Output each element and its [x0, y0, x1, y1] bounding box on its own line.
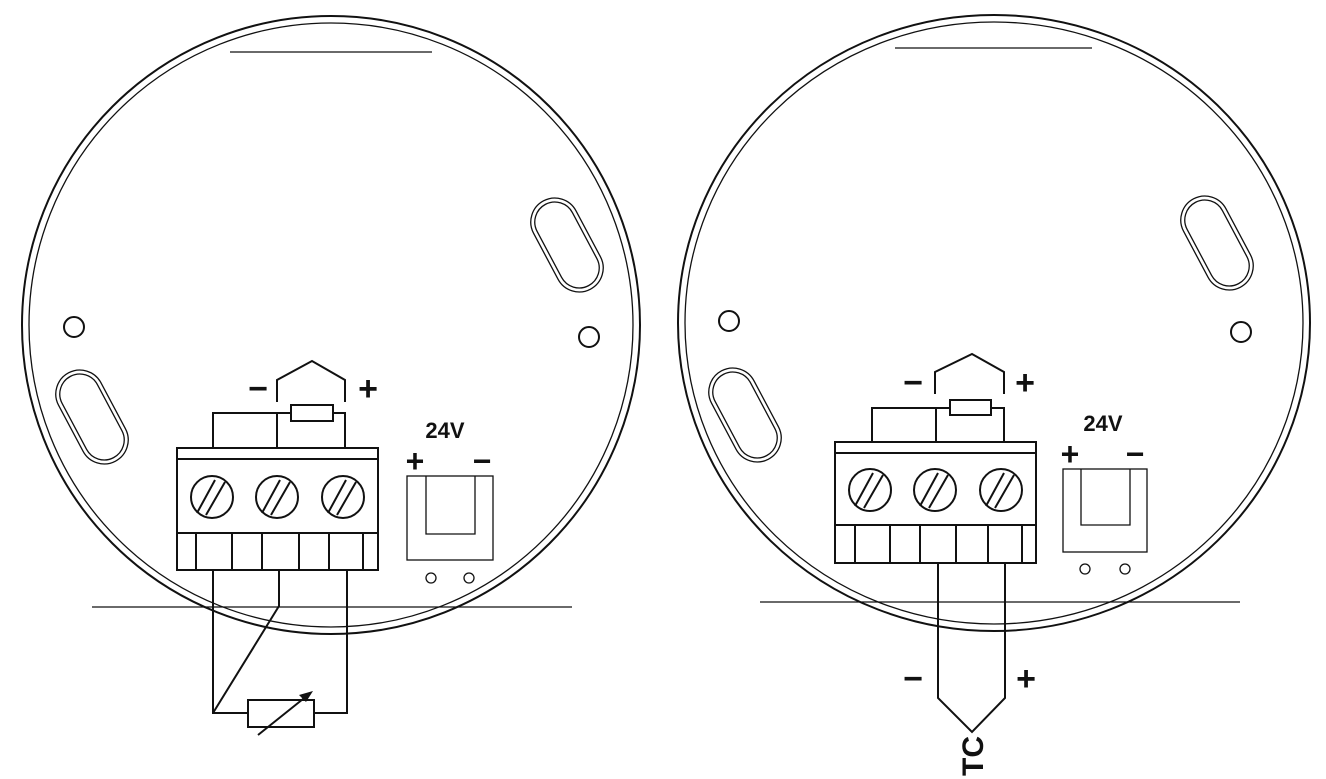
- screw-icon: [190, 475, 234, 519]
- housing-outer-ring: [21, 15, 641, 635]
- mounting-slot: [530, 197, 604, 293]
- housing-inner-ring: [28, 22, 634, 628]
- terminal-block: [176, 447, 379, 571]
- mounting-hole: [1230, 321, 1252, 343]
- left-housing-rtd: − + 24V + −: [21, 15, 641, 736]
- screw-icon: [848, 468, 892, 512]
- housing-outer-ring: [677, 14, 1311, 632]
- screw-icon: [913, 468, 957, 512]
- mounting-slot: [55, 369, 129, 465]
- supply-minus-label: −: [473, 443, 492, 479]
- mounting-slot: [1180, 195, 1254, 291]
- rtd-sensor-wiring: [212, 570, 348, 736]
- output-loop: [212, 359, 346, 448]
- supply-plus-label: +: [406, 443, 425, 479]
- housing-inner-ring: [684, 21, 1304, 625]
- screw-icon: [255, 475, 299, 519]
- screw-icon: [979, 468, 1023, 512]
- supply-minus-label: −: [1126, 436, 1145, 472]
- tc-minus-label: −: [903, 660, 923, 698]
- mounting-hole: [718, 310, 740, 332]
- output-loop: [871, 352, 1005, 442]
- mounting-slot: [708, 367, 782, 463]
- output-minus-label: −: [248, 370, 268, 408]
- supply-plus-label: +: [1061, 436, 1080, 472]
- tc-sensor-label: TC: [957, 736, 990, 776]
- mounting-hole: [578, 326, 600, 348]
- supply-voltage-label: 24V: [425, 418, 464, 443]
- output-plus-label: +: [1015, 364, 1035, 402]
- resistor-icon: [949, 399, 992, 416]
- output-plus-label: +: [358, 370, 378, 408]
- screw-icon: [321, 475, 365, 519]
- resistor-icon: [290, 404, 334, 422]
- thermocouple-wiring: [937, 563, 1006, 734]
- power-connector: [406, 475, 494, 584]
- right-housing-tc: − + 24V + − − + TC: [677, 14, 1311, 776]
- variable-resistor-icon: [247, 699, 315, 728]
- power-connector: [1062, 468, 1148, 575]
- mounting-hole: [63, 316, 85, 338]
- tc-plus-label: +: [1016, 660, 1036, 698]
- terminal-block: [834, 441, 1037, 564]
- supply-voltage-label: 24V: [1083, 411, 1122, 436]
- output-minus-label: −: [903, 364, 923, 402]
